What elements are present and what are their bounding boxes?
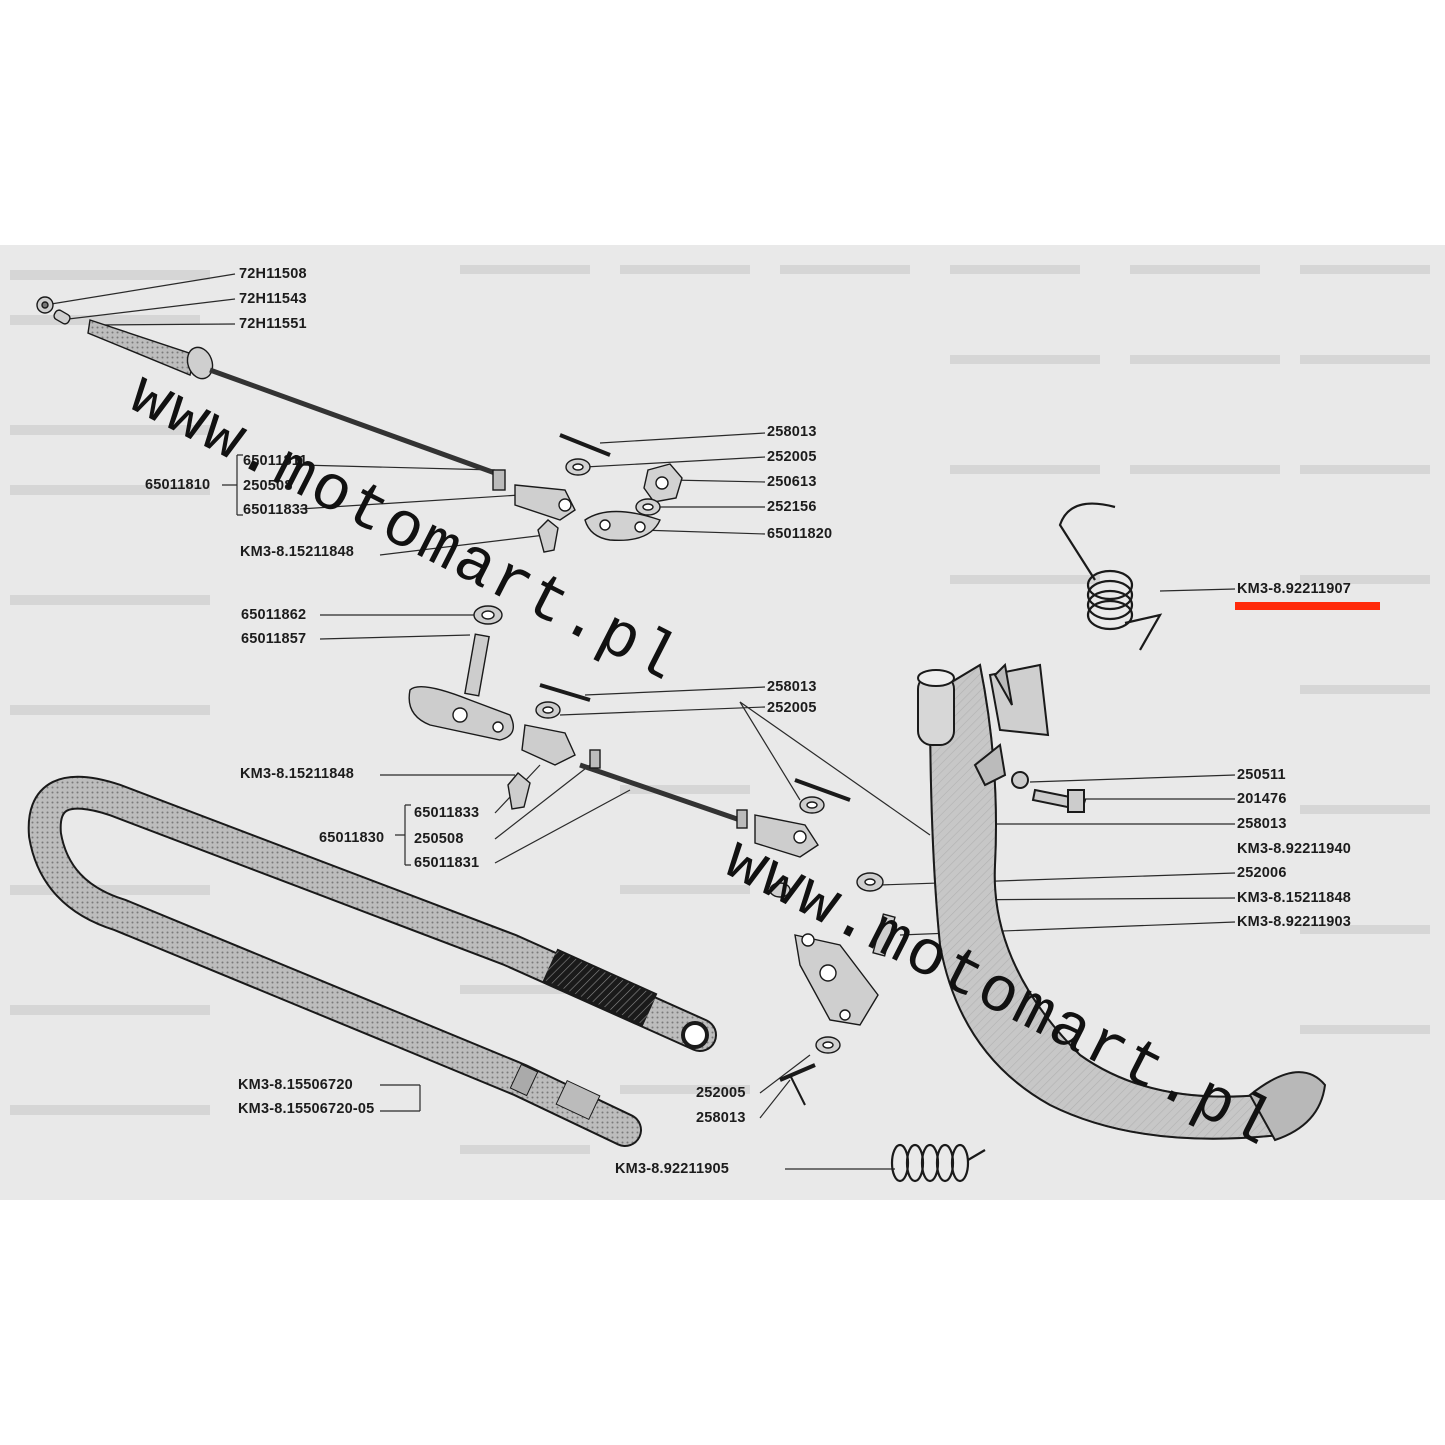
label-65011833: 65011833 <box>243 502 309 518</box>
label-250511: 250511 <box>1237 767 1286 783</box>
label-KM3-8-15211848-c: KM3-8.15211848 <box>1237 890 1352 906</box>
brake-cable <box>27 775 717 1147</box>
coil-spring-bottom <box>890 1143 986 1183</box>
background-text-ghosting <box>10 265 1430 1154</box>
label-65011810: 65011810 <box>145 477 211 493</box>
label-KM3-8-92211907: KM3-8.92211907 <box>1237 581 1352 597</box>
label-252005-a: 252005 <box>767 449 817 465</box>
label-258013-d: 258013 <box>696 1110 746 1126</box>
lower-clevis-assembly <box>769 872 896 1106</box>
label-250508: 250508 <box>243 478 293 494</box>
label-252156: 252156 <box>767 499 817 515</box>
label-KM3-8-15211848-a: KM3-8.15211848 <box>240 544 355 560</box>
label-252006: 252006 <box>1237 865 1287 881</box>
label-KM3-8-92211905: KM3-8.92211905 <box>615 1161 730 1177</box>
label-65011833-b: 65011833 <box>414 805 480 821</box>
label-65011857: 65011857 <box>241 631 307 647</box>
label-258013-b: 258013 <box>767 679 817 695</box>
return-spring-top <box>1058 502 1163 651</box>
label-72H11543: 72H11543 <box>239 291 307 307</box>
label-KM3-8-15506720-05: KM3-8.15506720-05 <box>238 1101 375 1117</box>
label-250508-b: 250508 <box>414 831 464 847</box>
label-72H11551: 72H11551 <box>239 316 307 332</box>
label-201476: 201476 <box>1237 791 1287 807</box>
label-65011862: 65011862 <box>241 607 307 623</box>
label-252005-b: 252005 <box>767 700 817 716</box>
label-KM3-8-92211903: KM3-8.92211903 <box>1237 914 1352 930</box>
label-250613: 250613 <box>767 474 817 490</box>
label-252005-c: 252005 <box>696 1085 746 1101</box>
label-65011811: 65011811 <box>243 453 308 469</box>
leader-lines <box>44 273 1236 1170</box>
label-65011830: 65011830 <box>319 830 385 846</box>
middle-lever-assembly <box>408 605 851 858</box>
label-258013-a: 258013 <box>767 424 817 440</box>
upper-middle-parts <box>559 433 683 542</box>
parts-diagram-sheet: 72H11508 72H11543 72H11551 65011810 6501… <box>0 245 1445 1200</box>
selected-part-highlight <box>1235 602 1380 610</box>
label-258013-c: 258013 <box>1237 816 1287 832</box>
label-KM3-8-15506720: KM3-8.15506720 <box>238 1077 353 1093</box>
brake-pedal <box>917 662 1327 1142</box>
label-72H11508: 72H11508 <box>239 266 307 282</box>
exploded-view-drawing <box>10 265 1430 1183</box>
top-rod-assembly <box>36 296 576 553</box>
label-65011831: 65011831 <box>414 855 480 871</box>
label-KM3-8-92211940: KM3-8.92211940 <box>1237 841 1352 857</box>
label-65011820: 65011820 <box>767 526 833 542</box>
label-KM3-8-15211848-b: KM3-8.15211848 <box>240 766 355 782</box>
